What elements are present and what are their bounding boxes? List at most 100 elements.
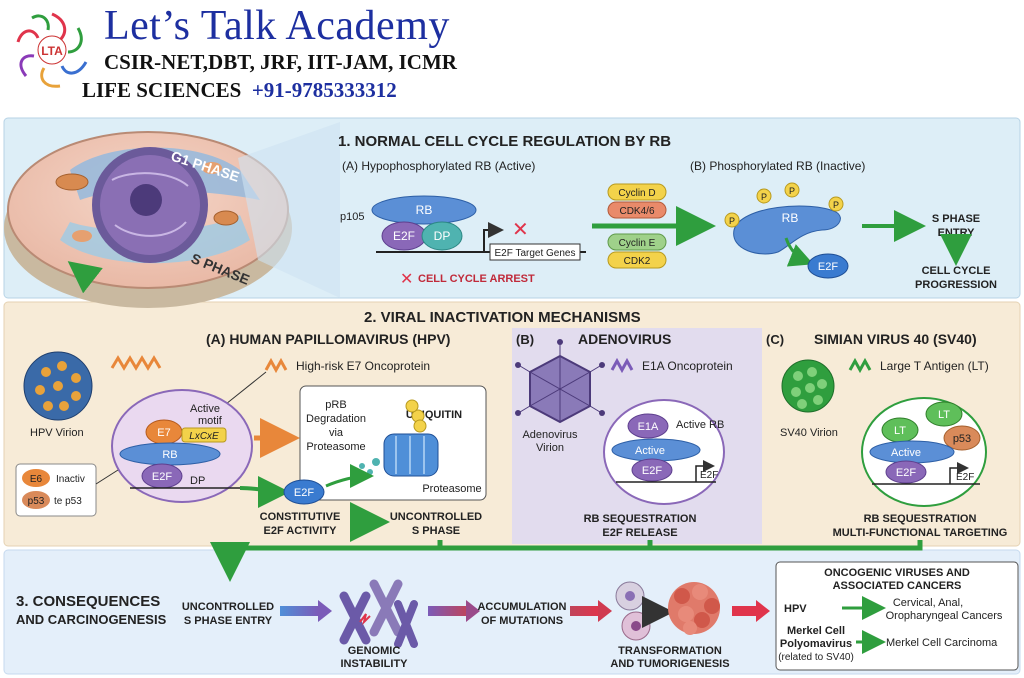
chromosome-icon [339, 579, 418, 648]
step1-line1: UNCONTROLLED [182, 601, 274, 613]
subject-text: LIFE SCIENCES [82, 78, 242, 102]
constitutive-line1: CONSTITUTIVE [260, 511, 341, 523]
active-rb-label: Active RB [676, 419, 724, 431]
mcp-cancer-label: Merkel Cell Carcinoma [886, 637, 998, 649]
rb-protein [371, 195, 477, 225]
arrest-label: CELL CYCLE ARREST [418, 273, 535, 285]
adeno-e2f-label: E2F [642, 465, 662, 477]
e1a-protein-label: E1A [638, 421, 659, 433]
step3-line2: OF MUTATIONS [481, 615, 563, 627]
adeno-caption-line1: RB SEQUESTRATION [584, 513, 697, 525]
sv40-e2f-out-label: E2F [956, 472, 974, 483]
e1a-dna-icon [610, 357, 634, 374]
dp-protein [421, 221, 463, 251]
cdk46-label: CDK4/6 [619, 206, 654, 217]
hpv-virion-label: HPV Virion [30, 427, 84, 439]
arrow-2 [428, 606, 468, 616]
logo: LTA [8, 6, 96, 94]
hpv-dp-label: DP [190, 475, 205, 487]
sv40-virion-icon [781, 359, 835, 413]
proteasome-icon [359, 399, 439, 477]
phosphate-4: P [833, 200, 839, 210]
step1-line2: S PHASE ENTRY [184, 615, 273, 627]
hpv-cancer-line2: Oropharyngeal Cancers [886, 610, 1003, 622]
hpv-rb-label: RB [162, 449, 177, 461]
adeno-title: ADENOVIRUS [578, 331, 671, 347]
box-title-line1: ONCOGENIC VIRUSES AND [824, 567, 970, 579]
exams-line: CSIR-NET,DBT, JRF, IIT-JAM, ICMR [104, 50, 457, 74]
constitutive-line2: E2F ACTIVITY [264, 525, 338, 537]
mcp-line3: (related to SV40) [778, 652, 854, 663]
section3-title-line1: 3. CONSEQUENCES [16, 593, 160, 610]
e7-protein-label: E7 [157, 427, 170, 439]
box-title-line2: ASSOCIATED CANCERS [833, 580, 962, 592]
proteasome-label: Proteasome [422, 483, 481, 495]
cdk46-box [607, 201, 667, 219]
sv40-letter: (C) [766, 332, 784, 347]
p105-label: p105 [340, 211, 364, 223]
converge-arrow [210, 540, 443, 582]
cdk2-box [607, 251, 667, 269]
adeno-active-label: Active [635, 445, 665, 457]
lxcxe-label: LxCxE [189, 431, 219, 442]
s-entry-line2: ENTRY [938, 227, 976, 239]
e7-dna-icon [264, 357, 288, 374]
adeno-virion-line2: Virion [536, 442, 564, 454]
cyclin-d-box [607, 183, 667, 201]
brand-title: Let’s Talk Academy [104, 3, 450, 49]
sv40-caption-line2: MULTI-FUNCTIONAL TARGETING [833, 527, 1008, 539]
logo-text: LTA [41, 44, 63, 58]
s-entry-line1: S PHASE [932, 213, 980, 225]
section1-a-title: (A) Hypophosphorylated RB (Active) [342, 159, 535, 173]
section3-title-line2: AND CARCINOGENESIS [16, 612, 167, 627]
inactivate-line1: Inactiv [56, 474, 85, 485]
hpv-e2f-label: E2F [152, 471, 172, 483]
arrow-3 [570, 606, 600, 616]
sv40-virion-label: SV40 Virion [780, 427, 838, 439]
adeno-letter: (B) [516, 332, 534, 347]
oncogenic-cancers-box [775, 561, 1019, 671]
uncontrolled-line1: UNCONTROLLED [390, 511, 482, 523]
cell-illustration: G1 PHASE S PHASE [4, 122, 340, 308]
hpv-title: (A) HUMAN PAPILLOMAVIRUS (HPV) [206, 331, 450, 347]
phospho-rb-label: RB [782, 211, 799, 225]
active-motif-line1: Active [190, 403, 220, 415]
sv40-caption-line1: RB SEQUESTRATION [864, 513, 977, 525]
adeno-virion-line1: Adenovirus [522, 429, 578, 441]
sv40-p53-label: p53 [953, 433, 971, 445]
subject-line: LIFE SCIENCES +91-9785333312 [82, 78, 397, 103]
hpv-dna-icon [110, 355, 162, 371]
free-e2f [283, 479, 325, 505]
mcp-line1: Merkel Cell [787, 625, 845, 637]
sv40-active-label: Active [891, 447, 921, 459]
step2-line1: GENOMIC [348, 645, 401, 657]
rb-label: RB [416, 203, 433, 217]
sv40-e2f-label: E2F [896, 467, 916, 479]
hpv-cancer-line1: Cervical, Anal, [893, 597, 963, 609]
cell-transformation-icon [615, 581, 720, 641]
dp-label: DP [434, 229, 451, 243]
progression-line2: PROGRESSION [915, 279, 997, 291]
cyclin-d-label: Cyclin D [618, 188, 655, 199]
sv40-lt-label-2: LT [938, 409, 950, 421]
sv40-title: SIMIAN VIRUS 40 (SV40) [814, 331, 977, 347]
x-mark-transcription: ✕ [512, 219, 529, 241]
released-e2f [807, 253, 849, 279]
hpv-virion-icon [23, 351, 93, 421]
sv40-lt-label-1: LT [894, 425, 906, 437]
cyclin-e-box [607, 233, 667, 251]
section1-b-title: (B) Phosphorylated RB (Inactive) [690, 159, 865, 173]
free-e2f-label: E2F [294, 487, 314, 499]
e1a-oncoprotein-label: E1A Oncoprotein [642, 359, 733, 373]
step4-line2: AND TUMORIGENESIS [610, 658, 729, 670]
step2-line2: INSTABILITY [340, 658, 408, 670]
e7-oncoprotein-label: High-risk E7 Oncoprotein [296, 359, 430, 373]
e6-label: E6 [30, 474, 43, 485]
p53-label: p53 [28, 496, 45, 507]
lt-antigen-label: Large T Antigen (LT) [880, 359, 989, 373]
phosphate-1: P [729, 216, 735, 226]
phosphate-3: P [789, 186, 795, 196]
degradation-line4: Proteasome [306, 441, 365, 453]
